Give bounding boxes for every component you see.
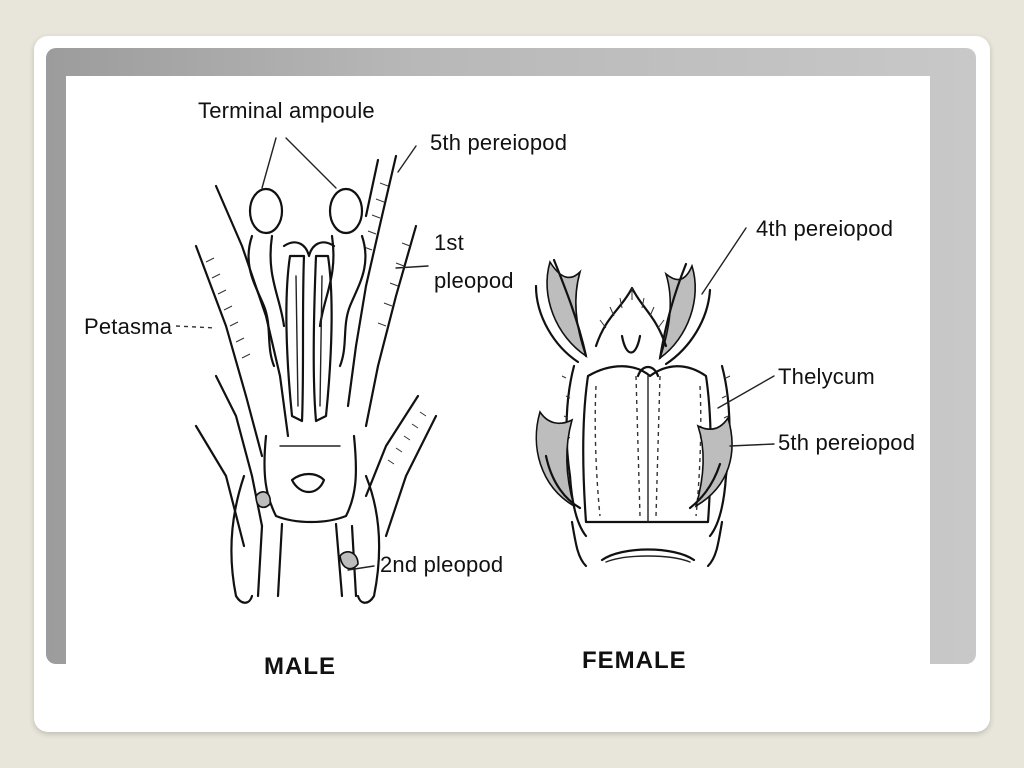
male-left-appendage-2 bbox=[194, 244, 264, 458]
female-fifth-pereiopod-leader bbox=[729, 443, 775, 447]
first-pleopod-leader bbox=[395, 265, 429, 269]
label-terminal-ampoule: Terminal ampoule bbox=[198, 98, 375, 123]
label-first-pleopod-line2: pleopod bbox=[434, 268, 514, 293]
male-diagram: Terminal ampoule 5th pereiopod 1st pleop… bbox=[84, 98, 567, 680]
male-fifth-pereiopod-leader bbox=[397, 145, 417, 173]
female-central-tuft bbox=[594, 286, 668, 348]
label-thelycum: Thelycum bbox=[778, 364, 875, 389]
petasma-leader bbox=[175, 325, 217, 329]
caption-female: FEMALE bbox=[582, 647, 687, 674]
female-diagram: 4th pereiopod Thelycum 5th pereiopod FEM… bbox=[534, 216, 915, 674]
prawn-genitalia-figure: Terminal ampoule 5th pereiopod 1st pleop… bbox=[84, 98, 915, 680]
male-left-terminal-ampoule bbox=[248, 187, 284, 235]
male-right-first-pleopod bbox=[364, 224, 418, 428]
male-left-second-pleopod bbox=[230, 474, 254, 604]
male-left-appendage-3 bbox=[214, 374, 264, 528]
label-petasma: Petasma bbox=[84, 314, 173, 339]
female-right-fourth-pereiopod bbox=[658, 263, 696, 361]
label-fourth-pereiopod: 4th pereiopod bbox=[756, 216, 893, 241]
label-second-pleopod: 2nd pleopod bbox=[380, 552, 503, 577]
thelycum-plate bbox=[582, 365, 712, 524]
male-right-second-pleopod bbox=[356, 474, 381, 604]
figure-sheet: Terminal ampoule 5th pereiopod 1st pleop… bbox=[66, 76, 930, 710]
female-right-fifth-pereiopod bbox=[694, 416, 733, 508]
male-right-fifth-pereiopod bbox=[346, 154, 398, 408]
terminal-ampoule-leader bbox=[261, 137, 337, 189]
second-pleopod-leader bbox=[347, 565, 375, 571]
caption-male: MALE bbox=[264, 653, 336, 680]
label-male-fifth-pereiopod: 5th pereiopod bbox=[430, 130, 567, 155]
label-first-pleopod-line1: 1st bbox=[434, 230, 464, 255]
thelycum-leader bbox=[717, 375, 775, 409]
petasma-left-lobe bbox=[285, 254, 306, 423]
petasma-right-lobe bbox=[312, 254, 333, 423]
fourth-pereiopod-leader bbox=[701, 227, 747, 295]
female-lower-arch bbox=[600, 548, 696, 562]
male-left-appendage-4 bbox=[194, 424, 246, 548]
male-right-terminal-ampoule bbox=[328, 187, 364, 235]
label-female-fifth-pereiopod: 5th pereiopod bbox=[778, 430, 915, 455]
female-left-fifth-pereiopod bbox=[535, 410, 576, 508]
female-left-fourth-pereiopod bbox=[546, 260, 588, 359]
male-sternite bbox=[263, 434, 358, 524]
